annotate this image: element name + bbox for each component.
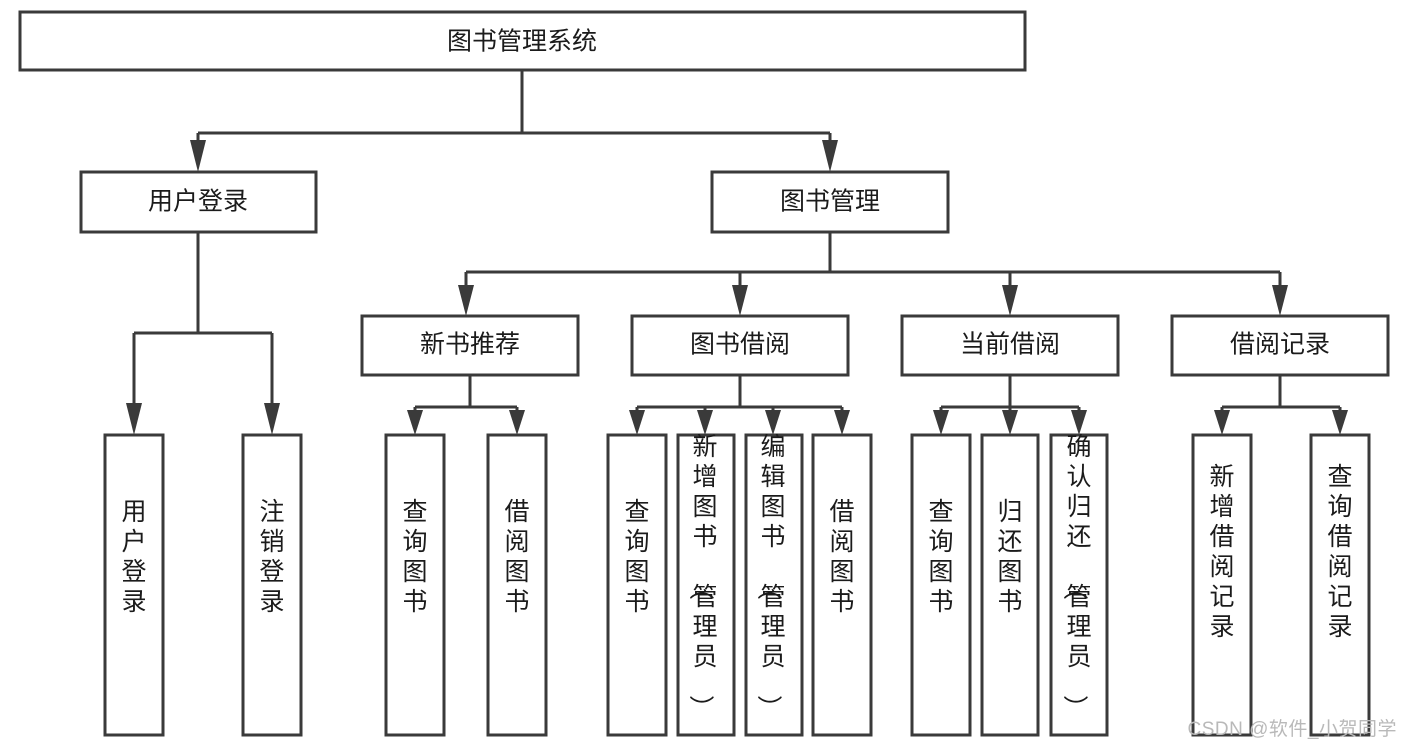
node-leaf-return-book-box[interactable] [980,433,1040,737]
csdn-watermark: CSDN @软件_小贺同学 [1187,719,1397,740]
arrow-to-borrow-record [1272,285,1288,316]
arrow-to-book-borrow [732,285,748,316]
node-leaf-user-login-label: 用户登录 [121,498,146,616]
node-leaf-return-book[interactable]: 归还图书 [980,433,1040,737]
node-borrow-record-label: 借阅记录 [1230,331,1330,359]
connectors-book-manage-to-level3 [458,232,1288,316]
node-leaf-return-book-label: 归还图书 [997,498,1022,616]
arrow-to-leaf-borrow-book-1 [509,410,525,435]
node-leaf-query-book-2-label: 查询图书 [624,498,649,616]
node-root-box[interactable] [18,10,1027,72]
node-leaf-query-book-1[interactable]: 查询图书 [384,433,446,737]
node-current-borrow[interactable]: 当前借阅 [900,314,1120,377]
node-leaf-confirm-return-box[interactable] [1049,433,1109,737]
node-leaf-query-book-3[interactable]: 查询图书 [910,433,972,737]
node-leaf-edit-book[interactable]: 编辑图书（管理员） [744,433,804,737]
node-root-label: 图书管理系统 [447,28,597,56]
connectors-current-borrow-to-leaves [933,375,1087,435]
node-leaf-query-record-label: 查询借阅记录 [1327,463,1352,641]
node-leaf-edit-book-label: 编辑图书（管理员） [754,433,785,720]
node-borrow-record-box[interactable] [1170,314,1390,377]
connectors-book-borrow-to-leaves [629,375,850,435]
arrow-to-leaf-add-book [697,410,713,435]
node-leaf-query-book-2[interactable]: 查询图书 [606,433,668,737]
node-user-login-box[interactable] [79,170,318,234]
node-leaf-borrow-book-2[interactable]: 借阅图书 [811,433,873,737]
node-book-manage-box[interactable] [710,170,950,234]
arrow-to-leaf-query-book-1 [407,410,423,435]
arrow-to-leaf-user-logout [264,403,280,435]
node-borrow-record[interactable]: 借阅记录 [1170,314,1390,377]
node-book-borrow-box[interactable] [630,314,850,377]
node-leaf-query-book-1-box[interactable] [384,433,446,737]
node-leaf-borrow-book-1-label: 借阅图书 [504,498,529,616]
node-leaf-add-record-box[interactable] [1191,433,1253,737]
node-leaf-add-record[interactable]: 新增借阅记录 [1191,433,1253,737]
arrow-to-new-book-rec [458,285,474,316]
arrow-to-leaf-add-record [1214,410,1230,435]
node-leaf-user-logout-label: 注销登录 [259,498,284,616]
node-new-book-rec-label: 新书推荐 [420,331,520,359]
node-book-borrow[interactable]: 图书借阅 [630,314,850,377]
connectors-borrow-record-to-leaves [1214,375,1348,435]
arrow-to-current-borrow [1002,285,1018,316]
node-leaf-borrow-book-1[interactable]: 借阅图书 [486,433,548,737]
arrow-to-leaf-query-book-2 [629,410,645,435]
node-current-borrow-box[interactable] [900,314,1120,377]
node-leaf-user-login[interactable]: 用户登录 [103,433,165,737]
node-user-login[interactable]: 用户登录 [79,170,318,234]
arrow-to-leaf-query-record [1332,410,1348,435]
node-user-login-label: 用户登录 [148,188,248,216]
node-book-manage[interactable]: 图书管理 [710,170,950,234]
arrow-to-leaf-user-login [126,403,142,435]
node-new-book-rec[interactable]: 新书推荐 [360,314,580,377]
node-leaf-query-record-box[interactable] [1309,433,1371,737]
node-leaf-query-book-1-label: 查询图书 [402,498,427,616]
node-leaf-add-book-box[interactable] [676,433,736,737]
node-leaf-borrow-book-2-label: 借阅图书 [829,498,854,616]
node-root[interactable]: 图书管理系统 [18,10,1027,72]
node-leaf-add-book[interactable]: 新增图书（管理员） [676,433,736,737]
connectors-new-book-rec-to-leaves [407,375,525,435]
node-leaf-confirm-return-label: 确认归还（管理员） [1060,433,1091,720]
node-leaf-query-book-2-box[interactable] [606,433,668,737]
node-leaf-edit-book-box[interactable] [744,433,804,737]
arrow-to-leaf-borrow-book-2 [834,410,850,435]
node-leaf-add-book-label: 新增图书（管理员） [686,433,717,720]
arrow-to-leaf-edit-book [765,410,781,435]
arrow-to-leaf-return-book [1002,410,1018,435]
node-leaf-user-login-box[interactable] [103,433,165,737]
node-leaf-query-book-3-box[interactable] [910,433,972,737]
arrow-to-user-login [190,140,206,172]
node-leaf-query-book-3-label: 查询图书 [928,498,953,616]
node-current-borrow-label: 当前借阅 [960,331,1060,359]
arrow-to-book-manage [822,140,838,172]
connectors-root-to-level2 [190,70,838,172]
node-leaf-borrow-book-2-box[interactable] [811,433,873,737]
node-leaf-confirm-return[interactable]: 确认归还（管理员） [1049,433,1109,737]
arrow-to-leaf-confirm-return [1071,410,1087,435]
node-new-book-rec-box[interactable] [360,314,580,377]
node-book-manage-label: 图书管理 [780,188,880,216]
node-leaf-user-logout-box[interactable] [241,433,303,737]
node-leaf-add-record-label: 新增借阅记录 [1209,463,1234,641]
arrow-to-leaf-query-book-3 [933,410,949,435]
node-leaf-borrow-book-1-box[interactable] [486,433,548,737]
node-book-borrow-label: 图书借阅 [690,331,790,359]
node-leaf-user-logout[interactable]: 注销登录 [241,433,303,737]
node-leaf-query-record[interactable]: 查询借阅记录 [1309,433,1371,737]
connectors-user-login-to-leaves [126,232,280,435]
